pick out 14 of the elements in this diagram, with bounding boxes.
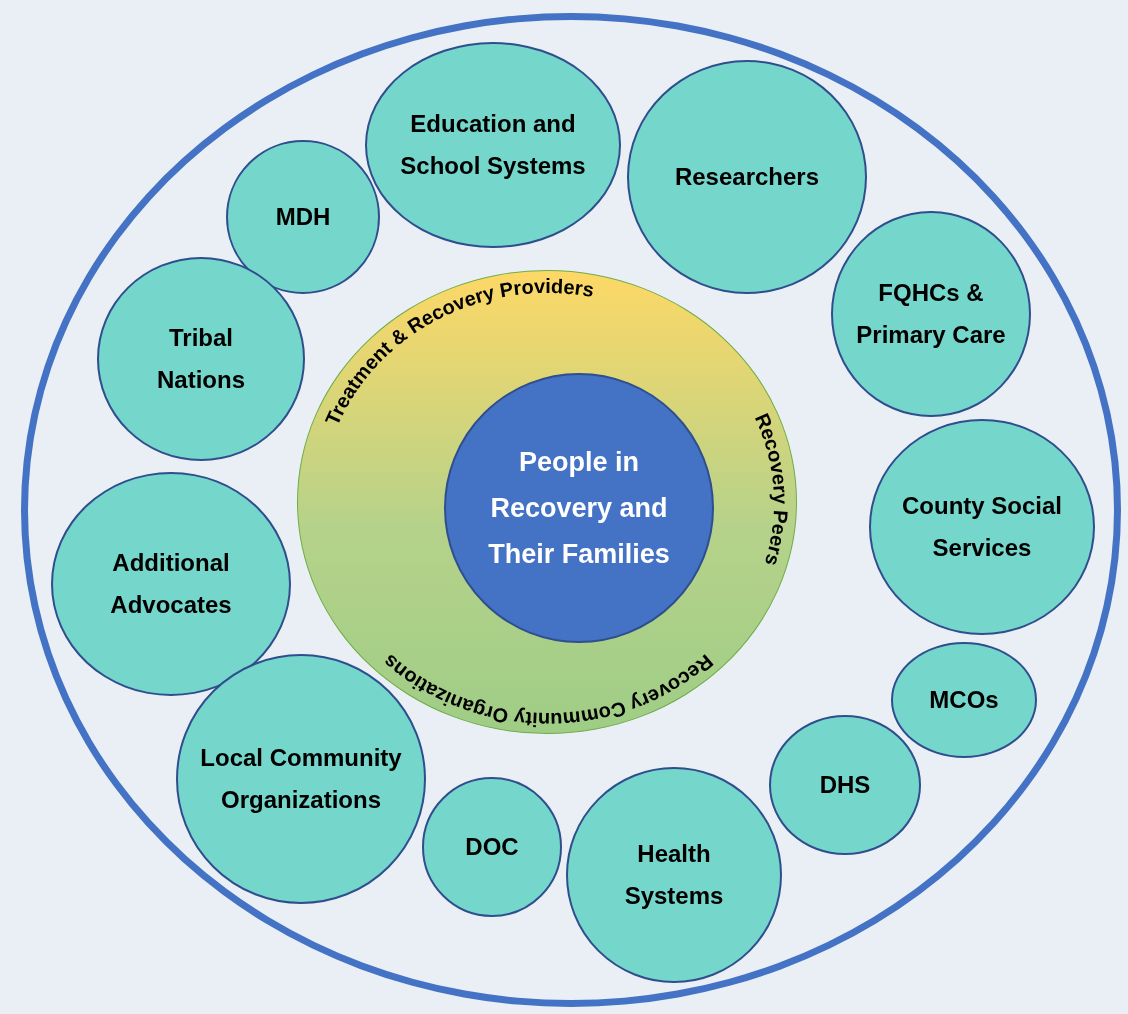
circle-label: Local Community Organizations	[199, 743, 403, 815]
outer-ellipse	[21, 13, 1121, 1007]
circle-label: DHS	[818, 770, 872, 800]
circle-label: FQHCs & Primary Care	[855, 278, 1007, 350]
circle-label: Tribal Nations	[156, 323, 246, 395]
circle-label: MDH	[274, 202, 332, 232]
circle-label: Researchers	[673, 162, 821, 192]
circle-label: Education and School Systems	[399, 109, 587, 181]
circle-label: Health Systems	[623, 839, 725, 911]
circle-label: County Social Services	[901, 491, 1063, 563]
circle-label: Additional Advocates	[109, 548, 233, 620]
circle-label: DOC	[464, 832, 520, 862]
circle-label: MCOs	[928, 685, 1000, 715]
circle-label: People in Recovery and Their Families	[487, 446, 671, 571]
